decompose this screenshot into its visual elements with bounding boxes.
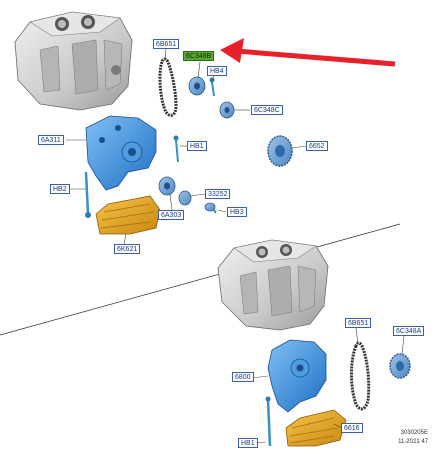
callout-6b651-bottom: 6B651 <box>345 318 372 328</box>
callout-hb1-top: HB1 <box>187 141 207 151</box>
engine-block-bottom <box>217 239 329 331</box>
oil-pump-sprocket-6652 <box>267 135 293 167</box>
oil-pump-top <box>85 115 157 191</box>
engine-block-top <box>14 11 133 111</box>
section-divider <box>0 223 401 336</box>
oil-pump-chain-top <box>158 57 178 117</box>
pickup-sprocket-6a303 <box>158 176 192 206</box>
crank-sprocket-top <box>188 76 206 96</box>
callout-6k621: 6K621 <box>114 244 141 254</box>
bolt-hb1-bottom <box>265 396 272 447</box>
callout-33252: 33252 <box>205 189 231 199</box>
callout-6800: 6800 <box>232 372 254 382</box>
callout-hb4: HB4 <box>207 66 227 76</box>
bolt-hb4 <box>209 77 215 97</box>
oil-pump-chain-bottom <box>350 341 371 411</box>
bolt-hb2 <box>84 171 91 218</box>
reference-code: 3030205E <box>400 430 428 436</box>
callout-6a311: 6A311 <box>38 135 64 145</box>
oil-pump-bottom <box>267 339 327 413</box>
callout-hb1-bottom: HB1 <box>238 438 258 448</box>
callout-6c348a: 6C348A <box>393 326 425 336</box>
callout-hb2: HB2 <box>50 184 70 194</box>
oil-pump-sprocket-bottom <box>389 353 411 379</box>
oil-pan-baffle-bottom <box>285 409 347 447</box>
callout-hb3: HB3 <box>227 207 247 217</box>
bolt-hb1-top <box>173 135 179 163</box>
highlight-arrow <box>220 38 396 67</box>
bolt-hb3 <box>204 202 217 214</box>
oil-pan-baffle-top <box>95 195 161 235</box>
reference-date: 11-2021 47 <box>398 439 428 445</box>
callout-6652: 6652 <box>306 141 328 151</box>
callout-6c348b: 6C348B <box>183 51 215 61</box>
washer-6c348c <box>219 101 235 119</box>
callout-6c348c: 6C348C <box>251 105 283 115</box>
callout-6616: 6616 <box>341 423 363 433</box>
callout-6b651-top: 6B651 <box>153 39 180 49</box>
leader-lines-top <box>66 47 307 246</box>
callout-6a303: 6A303 <box>158 210 185 220</box>
